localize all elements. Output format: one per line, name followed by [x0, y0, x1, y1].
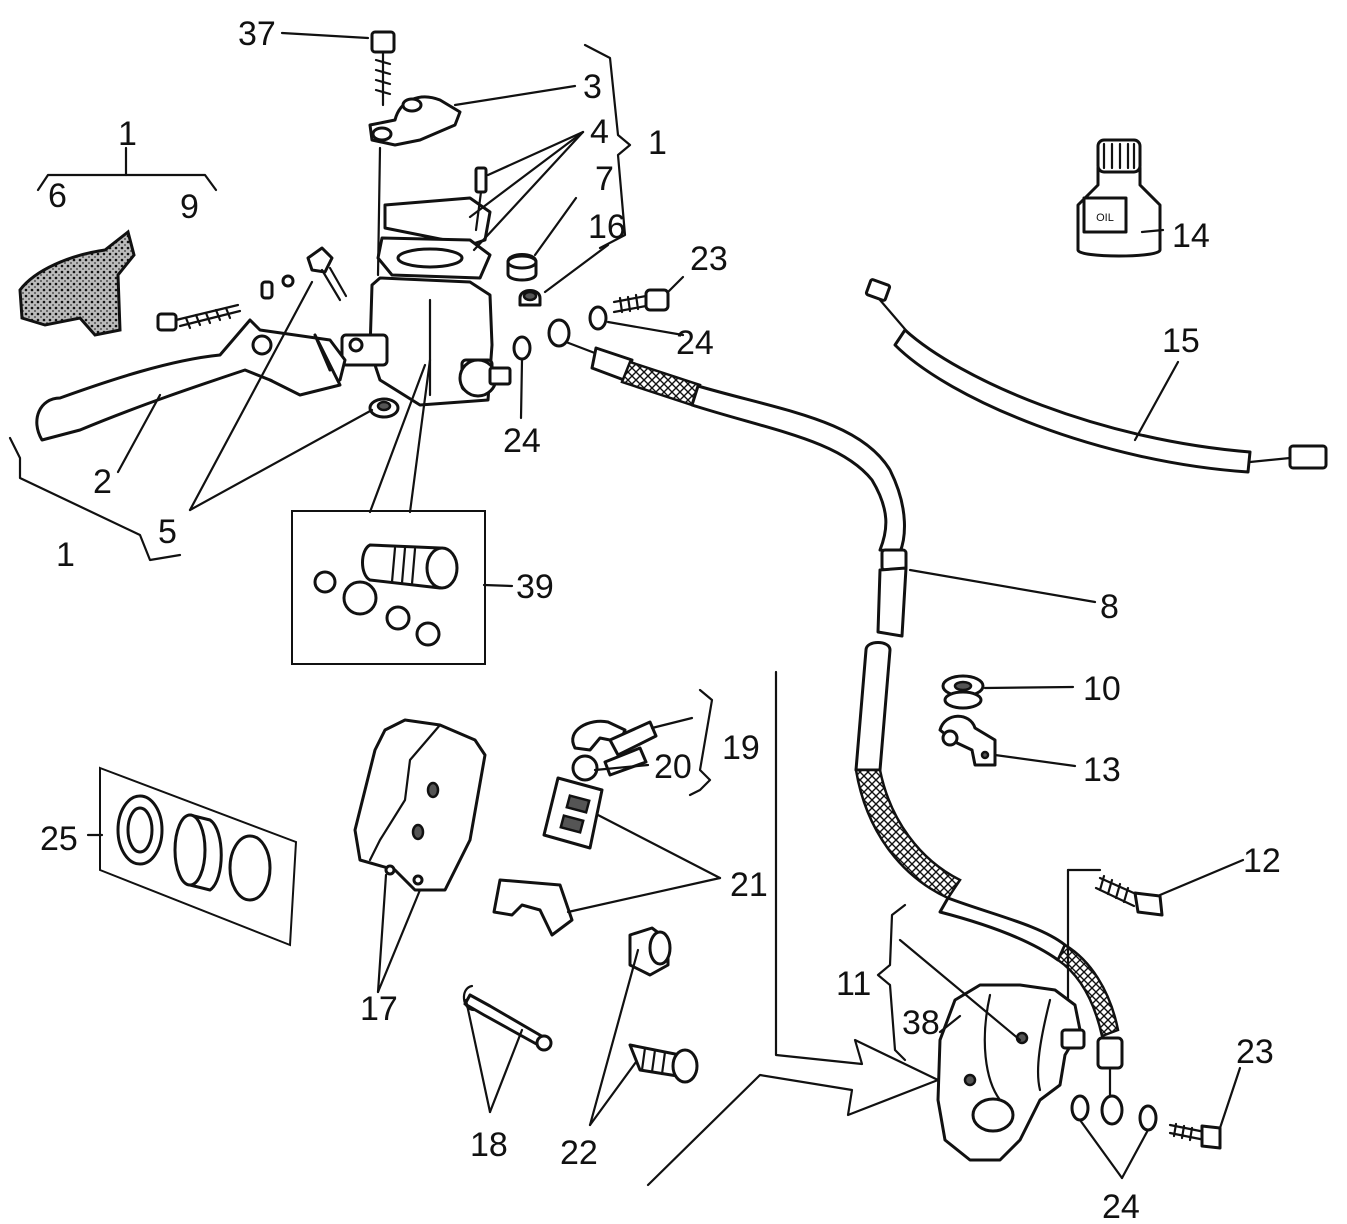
lever-dust-cover-6: [18, 229, 136, 337]
callout-5: 5: [158, 513, 177, 551]
brake-pads-17: [353, 718, 487, 892]
pad-shims-21: [492, 776, 604, 937]
callout-25: 25: [40, 820, 78, 858]
banjo-bolt-23-lower: [1070, 1094, 1222, 1150]
callout-3: 3: [583, 68, 602, 106]
callout-38: 38: [902, 1004, 940, 1042]
callout-23-top: 23: [690, 240, 728, 278]
callout-10: 10: [1083, 670, 1121, 708]
callout-11: 11: [836, 965, 871, 1003]
callout-14: 14: [1172, 217, 1210, 255]
reservoir-cap-4: [376, 166, 492, 280]
callout-15: 15: [1162, 322, 1200, 360]
screw-37: [370, 30, 396, 107]
hose-bracket-13: [938, 714, 997, 767]
brake-hose-8: [564, 340, 1124, 1102]
boot-16: [518, 289, 542, 307]
callout-17: 17: [360, 990, 398, 1028]
callout-12: 12: [1243, 842, 1281, 880]
callout-7: 7: [595, 160, 614, 198]
caliper-seal-kit-25: [99, 766, 298, 947]
callout-24-bottom: 24: [1102, 1188, 1140, 1224]
callout-39: 39: [516, 568, 554, 606]
cap-7: [506, 253, 538, 282]
grommet-10: [941, 674, 985, 710]
callout-20: 20: [654, 748, 692, 786]
brake-caliper-38: [936, 983, 1086, 1162]
master-cylinder-body: [340, 276, 512, 407]
callout-8: 8: [1100, 588, 1119, 626]
callout-numbers: 37 3 4 1 7 16 1 6 9 23 24 24 14 15 2 5 1…: [40, 15, 1281, 1224]
caliper-bolt-12: [1094, 874, 1164, 917]
pad-spring-pin-19: [571, 719, 658, 782]
callout-13: 13: [1083, 751, 1121, 789]
callout-37: 37: [238, 15, 276, 53]
callout-6: 6: [48, 177, 67, 215]
callout-22: 22: [560, 1134, 598, 1172]
callout-1-top: 1: [648, 124, 667, 162]
brake-fluid-bottle-14: OIL: [1076, 138, 1162, 258]
callout-19: 19: [722, 729, 760, 767]
pad-retaining-pin-18: [462, 984, 553, 1052]
adjuster-screw-9: [156, 274, 295, 332]
callout-24-left: 24: [503, 422, 541, 460]
callout-24-right: 24: [676, 324, 714, 362]
callout-4: 4: [590, 113, 609, 151]
callout-1-lever: 1: [118, 115, 137, 153]
piston-kit-39: [291, 510, 486, 665]
callout-1-bottom: 1: [56, 536, 75, 574]
callout-21: 21: [730, 866, 768, 904]
callout-18: 18: [470, 1126, 508, 1164]
brake-lever-2: [35, 318, 347, 442]
pivot-bolt-5: [306, 246, 400, 419]
callout-23-bottom: 23: [1236, 1033, 1274, 1071]
callout-9: 9: [180, 188, 199, 226]
stop-switch-wire-15: [864, 278, 1328, 474]
bottle-label-text: OIL: [1096, 212, 1114, 224]
slide-pin-boots-22: [628, 926, 699, 1084]
callout-2: 2: [93, 463, 112, 501]
banjo-bolt-23-upper: [512, 288, 670, 361]
callout-16: 16: [588, 208, 626, 246]
leader-lines: [8, 31, 1245, 1187]
